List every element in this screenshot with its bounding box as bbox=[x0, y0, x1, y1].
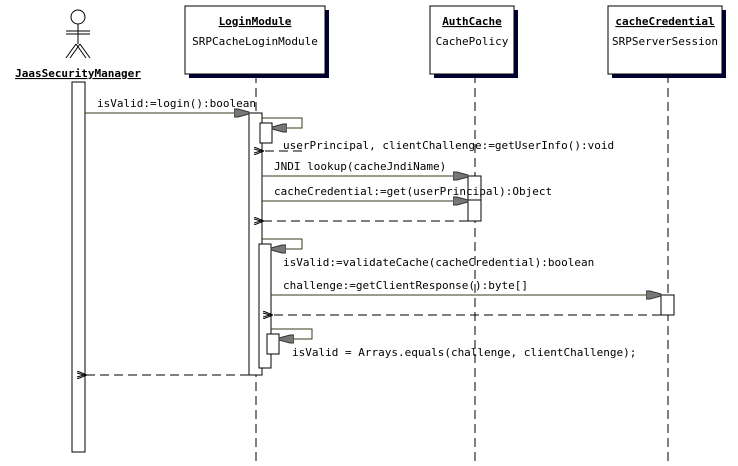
actor-name: JaasSecurityManager bbox=[15, 67, 141, 80]
message-login[interactable]: isValid:=login():boolean bbox=[85, 97, 256, 113]
message-label: cacheCredential:=get(userPrincipal):Obje… bbox=[274, 185, 552, 198]
object-class: SRPCacheLoginModule bbox=[192, 35, 318, 48]
message-arrays-equals[interactable]: isValid = Arrays.equals(challenge, clien… bbox=[271, 328, 636, 359]
activation-arrays-equals bbox=[266, 333, 280, 355]
message-label: isValid:=login():boolean bbox=[97, 97, 256, 110]
activation-jaas-security-manager bbox=[71, 81, 86, 453]
object-class: CachePolicy bbox=[436, 35, 509, 48]
activation-auth-cache-get bbox=[467, 199, 482, 222]
message-jndi-lookup[interactable]: JNDI lookup(cacheJndiName) bbox=[262, 160, 468, 176]
message-label: isValid:=validateCache(cacheCredential):… bbox=[283, 256, 594, 269]
object-login-module[interactable]: LoginModule SRPCacheLoginModule bbox=[184, 5, 329, 78]
message-label: isValid = Arrays.equals(challenge, clien… bbox=[292, 346, 636, 359]
message-label: userPrincipal, clientChallenge:=getUserI… bbox=[283, 139, 614, 152]
stick-figure-icon bbox=[65, 9, 91, 59]
activation-get-user-info bbox=[259, 122, 273, 144]
object-cache-credential[interactable]: cacheCredential SRPServerSession bbox=[607, 5, 726, 78]
actor-jaas-security-manager[interactable]: JaasSecurityManager bbox=[15, 9, 141, 80]
object-name: LoginModule bbox=[219, 15, 292, 28]
activation-cache-credential bbox=[660, 294, 675, 316]
message-validate-cache[interactable]: isValid:=validateCache(cacheCredential):… bbox=[262, 238, 594, 269]
message-get-client-response[interactable]: challenge:=getClientResponse():byte[] bbox=[271, 279, 661, 315]
message-get-user-info[interactable]: userPrincipal, clientChallenge:=getUserI… bbox=[262, 117, 614, 152]
message-label: JNDI lookup(cacheJndiName) bbox=[274, 160, 446, 173]
object-name: cacheCredential bbox=[615, 15, 714, 28]
message-get-credential[interactable]: cacheCredential:=get(userPrincipal):Obje… bbox=[262, 185, 552, 221]
object-auth-cache[interactable]: AuthCache CachePolicy bbox=[429, 5, 518, 78]
object-name: AuthCache bbox=[442, 15, 502, 28]
object-class: SRPServerSession bbox=[612, 35, 718, 48]
message-label: challenge:=getClientResponse():byte[] bbox=[283, 279, 528, 292]
